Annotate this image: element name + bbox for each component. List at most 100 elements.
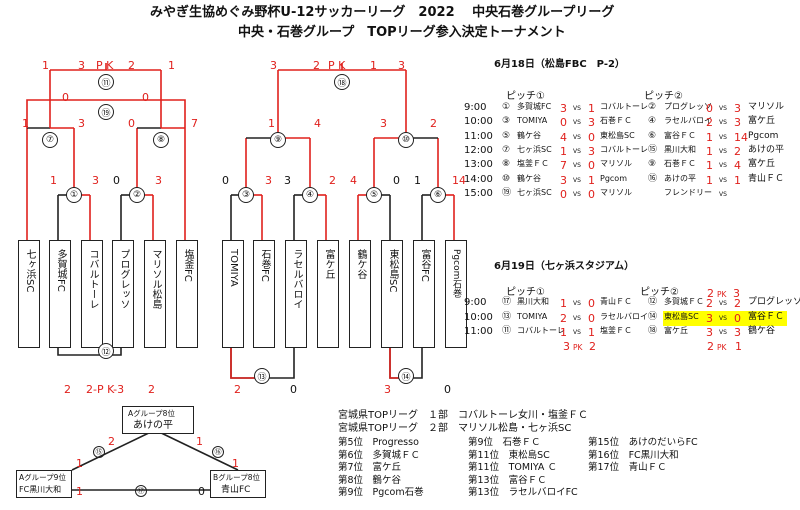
time: 13:00: [464, 159, 493, 171]
team-a: 黒川大和: [517, 297, 549, 306]
team-box-progresso: プログレッソ: [112, 240, 134, 348]
team-d: プログレッソ: [748, 297, 800, 307]
m16-score-a: 1: [196, 435, 203, 448]
left-top-score-4: 1: [168, 59, 175, 72]
m6-score-b: 14: [452, 174, 466, 187]
score-c: 3: [706, 326, 713, 339]
day2-title: 6月19日（七ヶ浜スタジアム）: [494, 261, 635, 272]
score-c: 1: [706, 130, 713, 144]
vs-label: VS: [573, 329, 581, 336]
team-a: 塩釜ＦＣ: [517, 159, 549, 169]
m15-score-a: 2: [108, 435, 115, 448]
match-13-badge: ⑬: [254, 368, 270, 384]
team-b: 東松島SC: [600, 130, 635, 140]
match-6-badge: ⑥: [430, 187, 446, 203]
team-box-tsurugaya: 鶴ケ谷: [349, 240, 371, 348]
team-a: コバルトーレ: [517, 326, 565, 335]
vs-label: VS: [719, 190, 727, 198]
score-a: 1: [560, 326, 567, 339]
match-number: ⑯: [648, 173, 658, 184]
mid-top-score-3: 1: [370, 59, 377, 72]
m19-score-b: 0: [142, 91, 149, 104]
score-d: 14: [734, 130, 748, 144]
score-b: 1: [588, 326, 595, 339]
ranking-entry: 第17位 青山ＦＣ: [588, 462, 667, 473]
team-label: 七ヶ浜SC: [24, 249, 35, 293]
m19-score-a: 0: [62, 91, 69, 104]
score-b: 3: [588, 144, 595, 158]
day2-pk-br-a: 2: [707, 340, 714, 353]
team-name: マリソル松島: [145, 249, 165, 309]
time: 11:00: [464, 130, 493, 142]
team-name: 石巻FC: [254, 249, 274, 282]
match-number: ⑪: [502, 326, 512, 336]
team-b: 石巻ＦＣ: [600, 116, 632, 126]
time: 15:00: [464, 187, 493, 199]
m8-score-a: 0: [128, 117, 135, 130]
score-c: 3: [706, 311, 713, 325]
vs-label: VS: [573, 300, 581, 307]
vs-label: VS: [719, 176, 727, 184]
team-d: 富ケ丘: [748, 116, 776, 127]
team-c: 多賀城ＦＣ: [664, 297, 704, 306]
team-a: TOMIYA: [517, 311, 548, 321]
left-top-score-3: 2: [128, 59, 135, 72]
score-a: 0: [560, 187, 567, 201]
team-box-tagajo: 多賀城FC: [49, 240, 71, 348]
ranking-entry: 第9位 Pgcom石巻: [338, 487, 424, 498]
team-name: 多賀城FC: [50, 249, 70, 292]
mid-top-score-1: 3: [270, 59, 277, 72]
score-a: 1: [560, 144, 567, 158]
m9-score-a: 1: [268, 117, 275, 130]
ranking-entry: 第5位 Progresso: [338, 437, 419, 448]
m14-score-a: 3: [384, 383, 391, 396]
team-name: 東松島SC: [382, 249, 402, 292]
team-c: 富ケ丘: [664, 326, 688, 335]
team-b: マリソル: [600, 187, 632, 197]
time: 9:00: [464, 297, 487, 308]
match-number: ⑲: [502, 187, 512, 198]
groupA-right-box: Bグループ8位 青山FC: [210, 470, 266, 498]
m5-score-a: 4: [350, 174, 357, 187]
match-number: ⑮: [648, 144, 658, 155]
team-d: マリソル: [748, 102, 785, 112]
ranking-entry: 第8位 鶴ケ谷: [338, 474, 402, 486]
groupA-top-team: あけの平: [133, 420, 173, 431]
team-label: プログレッソ: [118, 249, 129, 309]
team-name: 七ヶ浜SC: [19, 249, 39, 292]
m1-score-a: 1: [50, 174, 57, 187]
match-3-badge: ③: [238, 187, 254, 203]
m3-score-b: 3: [265, 174, 272, 187]
score-d: 0: [734, 311, 741, 325]
score-b: 1: [588, 102, 595, 115]
day1-pitch1: ピッチ①: [506, 91, 545, 102]
match-number: ⑱: [648, 326, 658, 336]
day2-pk-top-b: 3: [733, 287, 740, 300]
vs-label: VS: [719, 329, 727, 336]
vs-label: VS: [573, 162, 581, 170]
time: 10:00: [464, 311, 493, 323]
vs-label: VS: [573, 176, 581, 184]
team-label: 東松島SC: [387, 249, 398, 293]
team-box-ishinomaki: 石巻FC: [253, 240, 275, 348]
match-12-badge: ⑫: [98, 343, 114, 359]
match-9-badge: ⑨: [270, 132, 286, 148]
m14-score-b: 0: [444, 383, 451, 396]
vs-label: VS: [719, 147, 727, 155]
score-a: 7: [560, 159, 567, 173]
m4-score-b: 2: [329, 174, 336, 187]
m13-score-a: 2: [234, 383, 241, 396]
team-name: コバルトーレ: [82, 249, 102, 309]
m6-score-a: 1: [414, 174, 421, 187]
match-number: ⑩: [502, 173, 511, 184]
day2-pitch2: ピッチ②: [640, 287, 679, 298]
m2-score-a: 0: [113, 174, 120, 187]
team-c: あけの平: [664, 173, 696, 183]
score-b: 0: [588, 130, 595, 144]
match-19-badge: ⑲: [98, 104, 114, 120]
team-name: Pgcom石巻: [446, 249, 466, 297]
match-14-badge: ⑭: [398, 368, 414, 384]
team-box-tomigaoka: 富ケ丘: [317, 240, 339, 348]
time: 11:00: [464, 326, 493, 337]
team-box-higashimatsushima: 東松島SC: [381, 240, 403, 348]
